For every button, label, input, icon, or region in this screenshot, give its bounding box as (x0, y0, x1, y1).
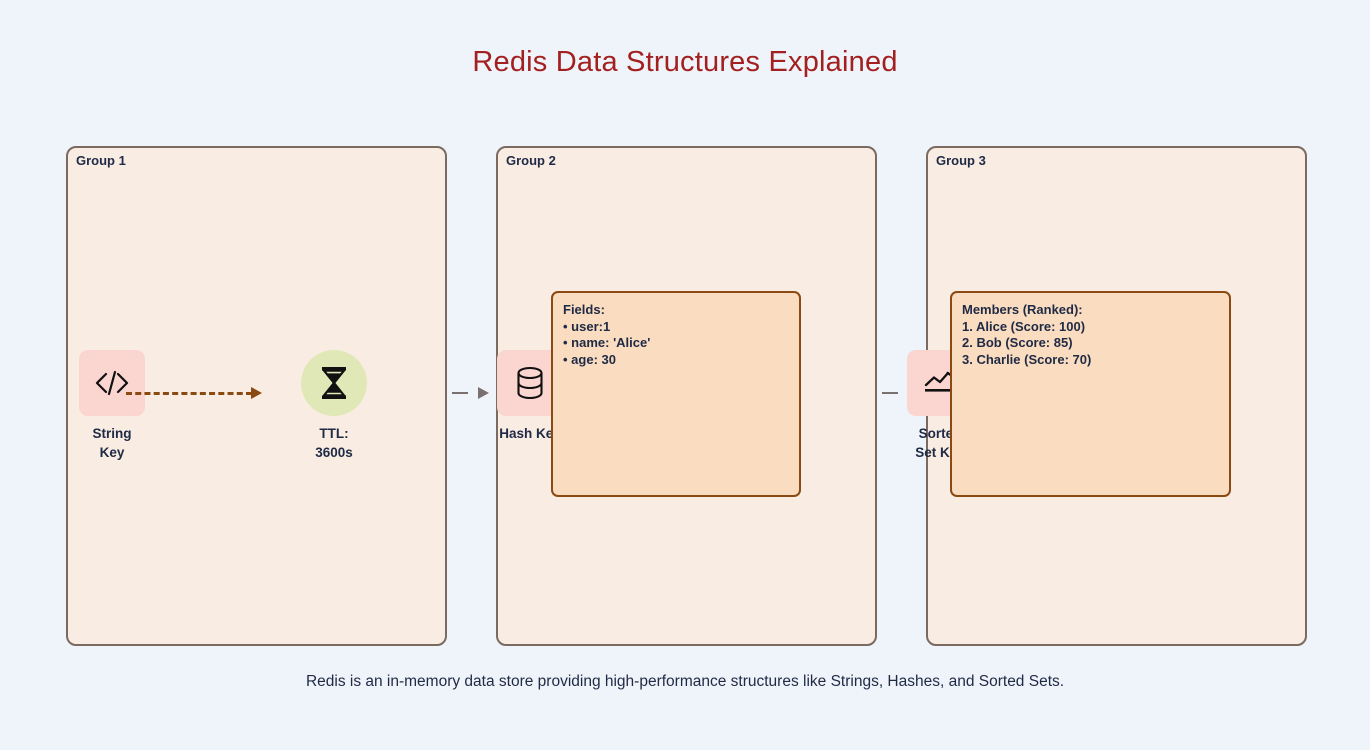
string-key-shape (79, 350, 145, 416)
detail-heading: Members (Ranked): (962, 302, 1083, 317)
code-icon (92, 368, 132, 398)
detail-box-sorted-members[interactable]: Members (Ranked): 1. Alice (Score: 100) … (950, 291, 1231, 497)
node-ttl[interactable]: TTL: 3600s (301, 350, 367, 462)
ttl-shape (301, 350, 367, 416)
connector-line (452, 392, 468, 394)
group-label-3: Group 3 (936, 153, 986, 168)
detail-line: • age: 30 (563, 351, 616, 367)
arrow-head (251, 387, 262, 399)
connector-line (882, 392, 898, 394)
arrow-string-to-ttl (126, 387, 262, 399)
detail-line: • user:1 (563, 318, 611, 334)
ttl-label: TTL: 3600s (315, 426, 353, 460)
detail-line: 1. Alice (Score: 100) (962, 318, 1086, 334)
node-string-key[interactable]: String Key (79, 350, 145, 462)
connector-group1-group2 (452, 387, 489, 399)
diagram-caption: Redis is an in-memory data store providi… (305, 673, 1065, 690)
group-label-1: Group 1 (76, 153, 126, 168)
connector-arrow-head (478, 387, 489, 399)
detail-heading: Fields: (563, 302, 605, 317)
detail-line: 2. Bob (Score: 85) (962, 335, 1073, 351)
database-icon (513, 365, 547, 401)
detail-box-hash-fields[interactable]: Fields: • user:1 • name: 'Alice' • age: … (551, 291, 801, 497)
page-title: Redis Data Structures Explained (472, 46, 898, 78)
group-label-2: Group 2 (506, 153, 556, 168)
arrow-line (126, 391, 252, 395)
detail-line: 3. Charlie (Score: 70) (962, 351, 1092, 367)
string-key-label: String Key (92, 426, 132, 460)
hourglass-icon (317, 364, 351, 402)
detail-line: • name: 'Alice' (563, 335, 651, 351)
diagram-canvas: Group 1 String Key (0, 144, 1370, 646)
